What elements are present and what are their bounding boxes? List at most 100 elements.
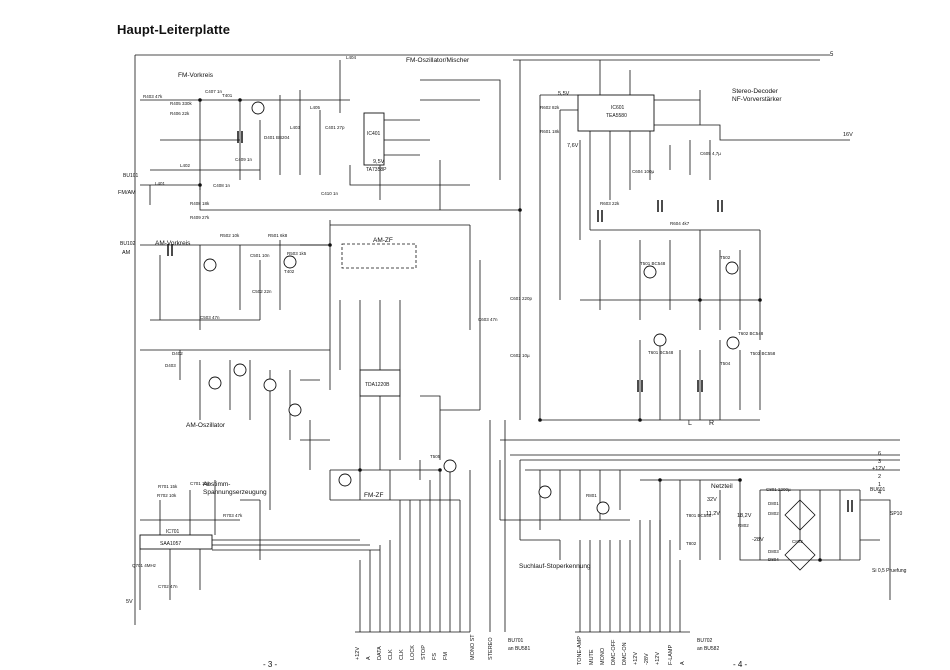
part-label: T501 BC548 bbox=[640, 261, 666, 266]
page-title: Haupt-Leiterplatte bbox=[117, 22, 231, 37]
section-am-zf: AM-ZF bbox=[373, 237, 393, 244]
part-label: D402 bbox=[172, 351, 183, 356]
part-label: C410 1n bbox=[321, 191, 339, 196]
part-label: D802 bbox=[768, 511, 779, 516]
ic701-type: SAA1057 bbox=[160, 541, 182, 547]
ic601-type: TEA5580 bbox=[606, 113, 627, 119]
ic-am-type: TDA1220B bbox=[365, 382, 390, 388]
part-label: C401 27p bbox=[325, 125, 345, 130]
part-label: L401 bbox=[155, 181, 166, 186]
part-label: T401 bbox=[222, 93, 233, 98]
fuse-label: Si 0,5 Pruefung bbox=[872, 568, 907, 574]
part-label: R502 10k bbox=[220, 233, 240, 238]
transistors bbox=[203, 101, 740, 515]
part-label: T503 BC558 bbox=[750, 351, 776, 356]
part-label: R601 18k bbox=[540, 129, 560, 134]
page-number-left: - 3 - bbox=[263, 660, 278, 669]
ic701-body bbox=[139, 534, 213, 550]
voltage-32: 32V bbox=[707, 497, 717, 503]
bus-left-pin: DATA bbox=[377, 646, 383, 660]
ic601-label: IC601 bbox=[611, 105, 625, 111]
part-label: Q701 4MHz bbox=[132, 563, 157, 568]
part-label: D401 BB204 bbox=[264, 135, 290, 140]
part-label: R603 22k bbox=[600, 201, 620, 206]
bus-right-pin: MUTE bbox=[589, 649, 595, 665]
part-label: C408 1n bbox=[213, 183, 231, 188]
voltage-5-top: 5 bbox=[830, 52, 834, 58]
part-label: D804 bbox=[768, 557, 779, 562]
connector-bu701: BU701 bbox=[508, 638, 524, 644]
section-netzteil: Netzteil bbox=[711, 483, 733, 490]
part-label: T601 BC548 bbox=[648, 350, 674, 355]
part-label: C802 bbox=[792, 539, 803, 544]
bus-left-pin: LOCK bbox=[410, 645, 416, 660]
section-suchlauf: Suchlauf-Stoperkennung bbox=[519, 563, 591, 570]
part-label: C605 4,7µ bbox=[700, 151, 721, 156]
section-am-vorkreis: AM-Vorkreis bbox=[155, 240, 191, 247]
bus-left-pin: MONO ST bbox=[470, 634, 476, 660]
bus-left-pin: STEREO bbox=[488, 637, 494, 660]
part-label: C701 10µ bbox=[190, 481, 210, 486]
ic-am-body bbox=[359, 369, 401, 397]
channel-right: R bbox=[709, 420, 715, 427]
rail-6: 6 bbox=[878, 451, 882, 457]
part-label: T801 BC558 bbox=[686, 513, 712, 518]
voltage-5-left: 5V bbox=[126, 599, 133, 605]
junction-dots bbox=[198, 98, 822, 562]
voltage-5-5: 5,5V bbox=[558, 91, 570, 97]
section-abstimm-1: Abstimm- bbox=[203, 481, 231, 488]
part-label: C603 47n bbox=[478, 317, 498, 322]
part-label: R703 47k bbox=[223, 513, 243, 518]
part-label: C409 1n bbox=[235, 157, 253, 162]
section-fm-oszillator: FM-Oszillator/Mischer bbox=[406, 57, 470, 64]
connector-bu701-target: an BU581 bbox=[508, 646, 531, 652]
part-label: C407 1n bbox=[205, 89, 223, 94]
voltage-18-2: 18,2V bbox=[737, 513, 752, 519]
part-label: C602 10µ bbox=[510, 353, 530, 358]
bus-left-pin: CLK bbox=[399, 649, 405, 660]
part-label: C601 220p bbox=[510, 296, 533, 301]
rail-3: 3 bbox=[878, 459, 882, 465]
part-label: L405 bbox=[310, 105, 321, 110]
bus-right-pin: F-LAMP bbox=[668, 644, 674, 665]
rail-4: 4 bbox=[878, 490, 882, 496]
bus-right-pin: +12V bbox=[633, 652, 639, 665]
am-zf-filter-box bbox=[341, 243, 417, 269]
voltage-minus-28: -28V bbox=[752, 537, 764, 543]
part-label: L404 bbox=[346, 55, 357, 60]
bus-left-pin: STOP bbox=[421, 645, 427, 660]
part-label: T602 BC548 bbox=[738, 331, 764, 336]
section-stereo-decoder-1: Stereo-Decoder bbox=[732, 88, 778, 95]
part-label: R604 4k7 bbox=[670, 221, 690, 226]
connector-bu702: BU702 bbox=[697, 638, 713, 644]
part-label: R408 18k bbox=[190, 201, 210, 206]
channel-left: L bbox=[688, 420, 692, 427]
part-label: R701 15k bbox=[158, 484, 178, 489]
bus-right-pin: DMC-ON bbox=[622, 642, 628, 665]
part-label: R405 330k bbox=[170, 101, 192, 106]
part-label: L402 bbox=[180, 163, 191, 168]
connector-bu102: BU102 bbox=[120, 241, 136, 247]
connector-bu601: BU601 bbox=[870, 487, 886, 493]
part-label: R406 22k bbox=[170, 111, 190, 116]
bus-right-pin: -28V bbox=[644, 653, 650, 665]
part-label: C702 47n bbox=[158, 584, 178, 589]
ic601-body bbox=[577, 94, 655, 132]
part-label: D403 bbox=[165, 363, 176, 368]
section-abstimm-2: Spannungserzeugung bbox=[203, 489, 267, 496]
ic701-label: IC701 bbox=[166, 529, 180, 535]
part-label: R409 27k bbox=[190, 215, 210, 220]
part-label: R801 bbox=[586, 493, 597, 498]
part-label: R403 47k bbox=[143, 94, 163, 99]
bus-left-pin: FS bbox=[432, 652, 438, 660]
rail-12v: +12V bbox=[872, 466, 885, 472]
part-label: C801 2200µ bbox=[766, 487, 791, 492]
wiring-main bbox=[134, 54, 900, 633]
part-label: T802 bbox=[686, 541, 697, 546]
voltage-11-2: 11,2V bbox=[706, 511, 720, 517]
part-label: C501 10n bbox=[250, 253, 270, 258]
input-fm-am: FM/AM bbox=[118, 190, 136, 196]
page-number-right: - 4 - bbox=[733, 660, 748, 669]
